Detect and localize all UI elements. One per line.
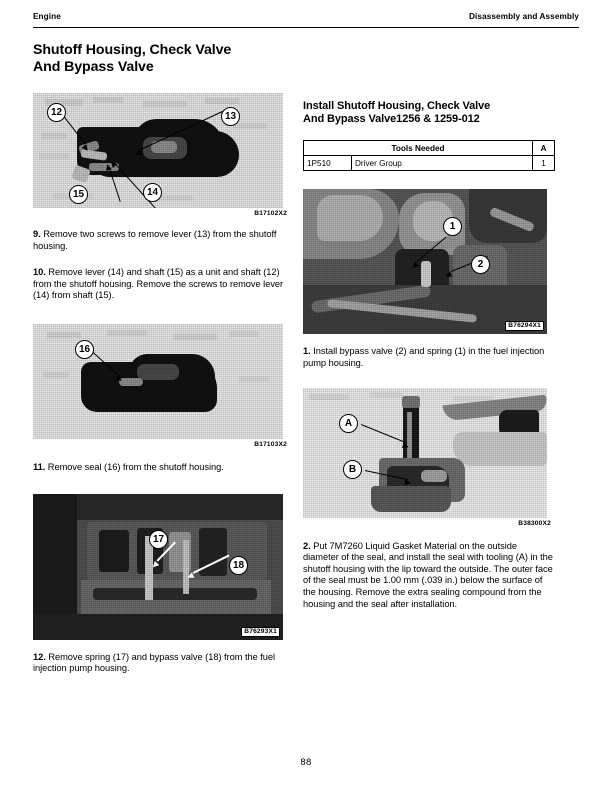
header-divider bbox=[33, 27, 579, 29]
callout-b-label: B bbox=[348, 463, 357, 475]
callout-12-label: 12 bbox=[50, 107, 63, 118]
callout-14-label: 14 bbox=[146, 187, 159, 198]
figure-shutoff-housing-code: B17102X2 bbox=[254, 210, 287, 217]
page-title: Shutoff Housing, Check Valve And Bypass … bbox=[33, 42, 291, 75]
callout-1-label: 1 bbox=[449, 221, 456, 233]
header-left-label: Engine bbox=[33, 12, 61, 21]
callout-1: 1 bbox=[443, 217, 462, 237]
page-number: 88 bbox=[300, 757, 312, 768]
running-header: Engine Disassembly and Assembly bbox=[33, 12, 579, 21]
callout-16-label: 16 bbox=[78, 343, 91, 355]
step-12-number: 12. bbox=[33, 651, 46, 662]
callout-13: 13 bbox=[221, 107, 240, 126]
callout-16: 16 bbox=[75, 339, 94, 359]
tools-table-header-qty: A bbox=[532, 140, 555, 157]
callout-a-label: A bbox=[344, 417, 353, 429]
callout-b: B bbox=[343, 459, 362, 479]
figure-seal-tooling-photo: A B bbox=[303, 387, 547, 518]
step-11: 11. Remove seal (16) from the shutoff ho… bbox=[33, 462, 291, 474]
step-10-number: 10. bbox=[33, 267, 46, 278]
install-step-1-number: 1. bbox=[303, 346, 311, 357]
step-9-number: 9. bbox=[33, 229, 41, 239]
callout-15: 15 bbox=[69, 185, 88, 204]
left-column: Shutoff Housing, Check Valve And Bypass … bbox=[33, 42, 291, 675]
step-10-text: Remove lever (14) and shaft (15) as a un… bbox=[33, 267, 284, 301]
tools-table-header-row: Tools Needed A bbox=[303, 140, 555, 157]
callout-15-label: 15 bbox=[72, 189, 85, 200]
figure-pump-housing-code: B76293X1 bbox=[241, 626, 280, 637]
install-step-1: 1. Install bypass valve (2) and spring (… bbox=[303, 346, 555, 369]
install-title-line2: And Bypass Valve bbox=[303, 113, 397, 126]
figure-install-bypass-valve: 1 2 B76294X1 bbox=[303, 189, 555, 335]
install-step-2-number: 2. bbox=[303, 540, 311, 551]
figure-seal-code: B17103X2 bbox=[254, 440, 287, 448]
callout-a: A bbox=[339, 413, 358, 433]
tool-name: Driver Group bbox=[351, 155, 533, 172]
figure-seal-photo: 16 bbox=[33, 323, 283, 439]
callout-14: 14 bbox=[143, 183, 162, 202]
step-10: 10. Remove lever (14) and shaft (15) as … bbox=[33, 267, 291, 302]
figure-seal-tooling-code: B38300X2 bbox=[518, 519, 551, 527]
callout-17-label: 17 bbox=[152, 533, 165, 545]
figure-shutoff-housing: 12 13 14 15 B17102X2 bbox=[33, 93, 291, 217]
step-9-text: Remove two screws to remove lever (13) f… bbox=[33, 229, 277, 251]
install-step-2-text: Put 7M7260 Liquid Gasket Material on the… bbox=[303, 540, 553, 609]
figure-shutoff-housing-photo: 12 13 14 15 bbox=[33, 93, 283, 208]
callout-18: 18 bbox=[229, 555, 248, 575]
figure-install-bypass-valve-photo: 1 2 B76294X1 bbox=[303, 189, 547, 335]
install-title-line1: Install Shutoff Housing, Check Valve bbox=[303, 100, 491, 112]
figure-seal-tooling: A B B38300X2 bbox=[303, 387, 555, 527]
tool-part-number: 1P510 bbox=[303, 155, 352, 172]
step-11-text: Remove seal (16) from the shutoff housin… bbox=[45, 461, 224, 472]
page-title-line2: And Bypass Valve bbox=[33, 58, 154, 75]
install-title-code: 1256 & 1259-012 bbox=[396, 113, 480, 126]
figure-pump-housing-photo: 17 18 B76293X1 bbox=[33, 493, 283, 640]
page-title-line1: Shutoff Housing, Check Valve bbox=[33, 42, 232, 58]
callout-18-label: 18 bbox=[232, 559, 245, 571]
callout-13-label: 13 bbox=[224, 111, 237, 122]
install-step-2: 2. Put 7M7260 Liquid Gasket Material on … bbox=[303, 541, 555, 611]
tools-table-header-main: Tools Needed bbox=[303, 140, 533, 157]
step-9: 9. Remove two screws to remove lever (13… bbox=[33, 229, 291, 252]
install-section-title: Install Shutoff Housing, Check Valve And… bbox=[303, 100, 555, 126]
table-row: 1P510 Driver Group 1 bbox=[303, 155, 555, 172]
callout-2: 2 bbox=[471, 255, 490, 275]
figure-install-bypass-valve-code: B76294X1 bbox=[505, 321, 544, 332]
tools-needed-table: Tools Needed A 1P510 Driver Group 1 bbox=[303, 140, 555, 172]
figure-seal: 16 B17103X2 bbox=[33, 323, 291, 448]
header-right-label: Disassembly and Assembly bbox=[469, 12, 579, 21]
right-column: Install Shutoff Housing, Check Valve And… bbox=[303, 100, 555, 610]
step-12: 12. Remove spring (17) and bypass valve … bbox=[33, 652, 291, 675]
tool-quantity: 1 bbox=[532, 155, 555, 172]
callout-17: 17 bbox=[149, 529, 168, 549]
figure-pump-housing: 17 18 B76293X1 bbox=[33, 493, 291, 640]
callout-12: 12 bbox=[47, 103, 66, 122]
step-12-text: Remove spring (17) and bypass valve (18)… bbox=[33, 651, 276, 674]
install-step-1-text: Install bypass valve (2) and spring (1) … bbox=[303, 346, 545, 368]
step-11-number: 11. bbox=[33, 461, 46, 472]
callout-2-label: 2 bbox=[477, 259, 484, 271]
